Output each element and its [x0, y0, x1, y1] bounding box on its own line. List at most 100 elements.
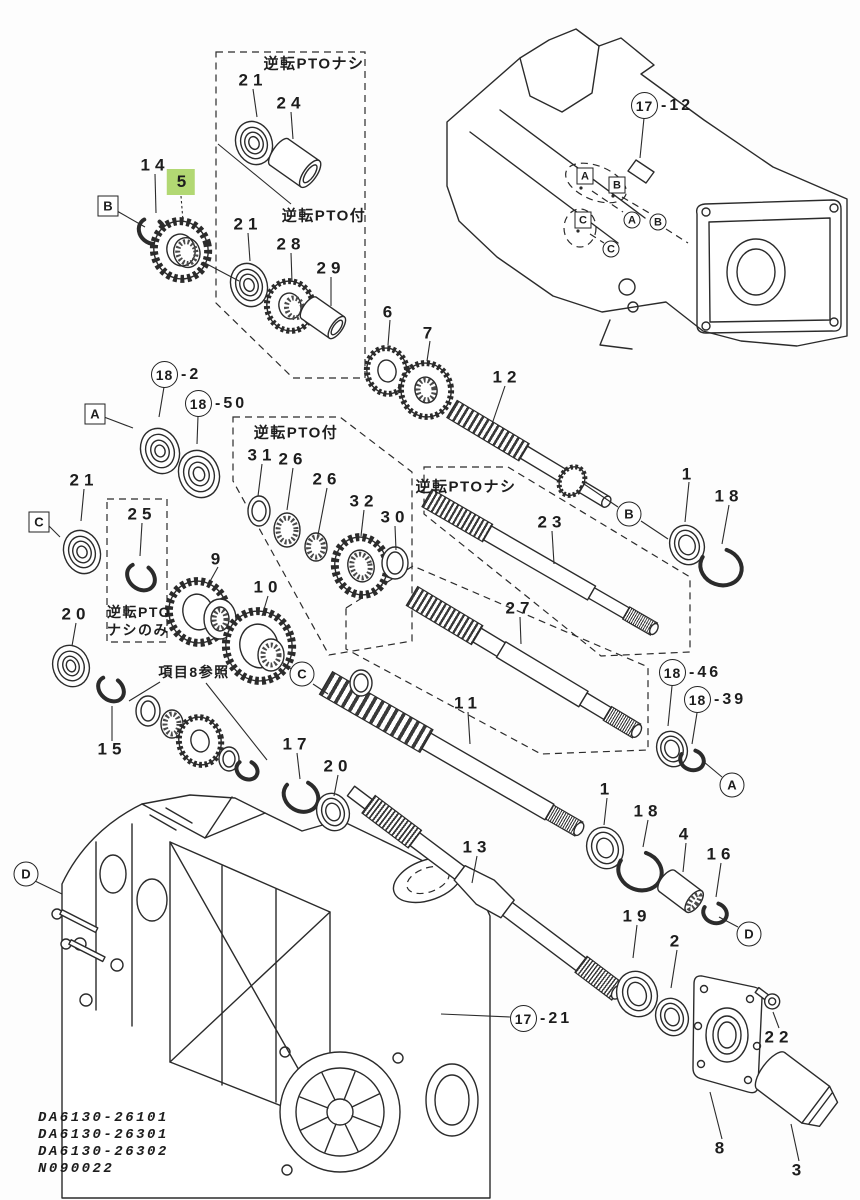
part-label-10[interactable]: 10 — [253, 577, 283, 597]
housing-circle-B: B — [649, 213, 667, 231]
part-label-17[interactable]: 17 — [282, 734, 312, 754]
assembly-ref-18-46[interactable]: 18 -46 — [659, 659, 721, 686]
bearing-21-top[interactable] — [230, 116, 279, 170]
part-label-26-b[interactable]: 26 — [312, 469, 342, 489]
part-label-30[interactable]: 30 — [380, 507, 410, 527]
bearing-1-bottom[interactable] — [581, 822, 629, 874]
assembly-ref-17-21[interactable]: 17 -21 — [510, 1005, 572, 1032]
part-label-6[interactable]: 6 — [382, 302, 398, 322]
snap-ring-18-right[interactable] — [695, 543, 747, 591]
part-label-27[interactable]: 27 — [505, 598, 535, 618]
part-label-22[interactable]: 22 — [764, 1027, 794, 1047]
collar-29[interactable] — [297, 294, 349, 341]
sub-assembly-item8[interactable] — [135, 695, 261, 783]
bolt-22[interactable] — [752, 984, 782, 1012]
part-label-14[interactable]: 14 — [140, 155, 170, 175]
part-label-3[interactable]: 3 — [791, 1160, 807, 1180]
part-label-2[interactable]: 2 — [669, 931, 685, 951]
bearing-20-left[interactable] — [47, 640, 95, 692]
part-label-18-right[interactable]: 18 — [714, 486, 744, 506]
shaft-12[interactable] — [444, 396, 617, 516]
part-label-4[interactable]: 4 — [678, 824, 694, 844]
seal-2[interactable] — [650, 994, 693, 1041]
housing-case-17-21[interactable] — [51, 794, 491, 1199]
bearing-18-2[interactable] — [134, 423, 185, 479]
bearing-21-mid[interactable] — [225, 258, 274, 312]
snap-ring-16[interactable] — [700, 899, 729, 926]
part-label-21-left[interactable]: 21 — [69, 470, 99, 490]
part-label-1-bottom[interactable]: 1 — [599, 779, 615, 799]
gear-5[interactable] — [147, 215, 214, 285]
part-label-20-left[interactable]: 20 — [61, 604, 91, 624]
bearing-21-left[interactable] — [58, 525, 107, 579]
housing-rear-17-12[interactable] — [446, 28, 848, 350]
gear-10[interactable] — [219, 604, 300, 688]
gear-6[interactable] — [363, 344, 412, 397]
part-label-23[interactable]: 23 — [537, 512, 567, 532]
needle-bearing-26b[interactable] — [304, 532, 328, 562]
bearing-18-46[interactable] — [652, 727, 693, 771]
washer-after-gear10[interactable] — [349, 669, 373, 697]
part-label-8[interactable]: 8 — [714, 1138, 730, 1158]
ref-circle: 18 — [659, 659, 686, 686]
snap-ring-18-39[interactable] — [677, 746, 706, 773]
assembly-ref-18-50[interactable]: 18 -50 — [185, 390, 247, 417]
needle-bearing-26a[interactable] — [273, 512, 301, 548]
part-label-32[interactable]: 32 — [349, 491, 379, 511]
snap-ring-15[interactable] — [93, 672, 129, 707]
ref-suffix: -21 — [540, 1009, 573, 1027]
bearing-1-right[interactable] — [664, 520, 710, 569]
part-label-28[interactable]: 28 — [276, 234, 306, 254]
note-see-item-8: 項目8参照 — [158, 664, 230, 680]
part-label-21-mid[interactable]: 21 — [233, 214, 263, 234]
shaft-27[interactable] — [405, 585, 645, 743]
ref-circle: 17 — [510, 1005, 537, 1032]
part-label-15[interactable]: 15 — [97, 739, 127, 759]
part-label-13[interactable]: 13 — [462, 837, 492, 857]
bearing-18-50[interactable] — [172, 445, 226, 504]
part-label-31[interactable]: 31 — [247, 445, 277, 465]
bearing-19[interactable] — [610, 966, 663, 1023]
ref-circle: 18 — [151, 361, 178, 388]
shaft-11[interactable] — [318, 670, 589, 843]
housing-box-B: B — [608, 176, 626, 194]
assembly-ref-17-12[interactable]: 17 -12 — [631, 92, 693, 119]
bushing-4[interactable] — [654, 867, 706, 915]
part-label-19[interactable]: 19 — [622, 906, 652, 926]
ref-circle: 17 — [631, 92, 658, 119]
part-label-18-bottom[interactable]: 18 — [633, 801, 663, 821]
washer-30[interactable] — [381, 546, 409, 580]
assembly-ref-18-39[interactable]: 18 -39 — [684, 686, 746, 713]
part-label-11[interactable]: 11 — [454, 693, 482, 713]
gear-9[interactable] — [162, 575, 237, 649]
cap-3[interactable] — [750, 1047, 842, 1132]
option-box-shaft23 — [423, 466, 691, 657]
option-box-mid — [232, 416, 413, 656]
part-label-1-right[interactable]: 1 — [681, 464, 697, 484]
snap-ring-25[interactable] — [122, 558, 160, 596]
part-label-12[interactable]: 12 — [492, 367, 522, 387]
part-label-20-mid[interactable]: 20 — [323, 756, 353, 776]
washer-31[interactable] — [247, 495, 271, 527]
pto-cover-8[interactable] — [692, 975, 763, 1094]
part-label-16[interactable]: 16 — [706, 844, 736, 864]
part-label-9[interactable]: 9 — [210, 549, 226, 569]
option-box-top — [215, 51, 366, 379]
bearing-20-mid[interactable] — [311, 789, 354, 836]
shaft-23[interactable] — [421, 488, 662, 639]
collar-24[interactable] — [265, 135, 325, 190]
note-no-pto-only-line1: 逆転PTO — [106, 604, 172, 620]
position-circle-B: B — [616, 501, 642, 527]
assembly-ref-18-2[interactable]: 18 -2 — [151, 361, 201, 388]
part-label-25[interactable]: 25 — [127, 504, 157, 524]
part-label-24[interactable]: 24 — [276, 93, 306, 113]
part-label-7[interactable]: 7 — [422, 323, 438, 343]
position-box-A: A — [84, 403, 106, 425]
part-label-26-a[interactable]: 26 — [278, 449, 308, 469]
position-circle-A: A — [719, 772, 745, 798]
part-label-5-highlighted[interactable]: 5 — [166, 169, 196, 195]
gear-7[interactable] — [396, 358, 456, 421]
note-with-reverse-pto-mid: 逆転PTO付 — [253, 424, 339, 442]
part-label-29[interactable]: 29 — [316, 258, 346, 278]
part-label-21-top[interactable]: 21 — [238, 70, 268, 90]
